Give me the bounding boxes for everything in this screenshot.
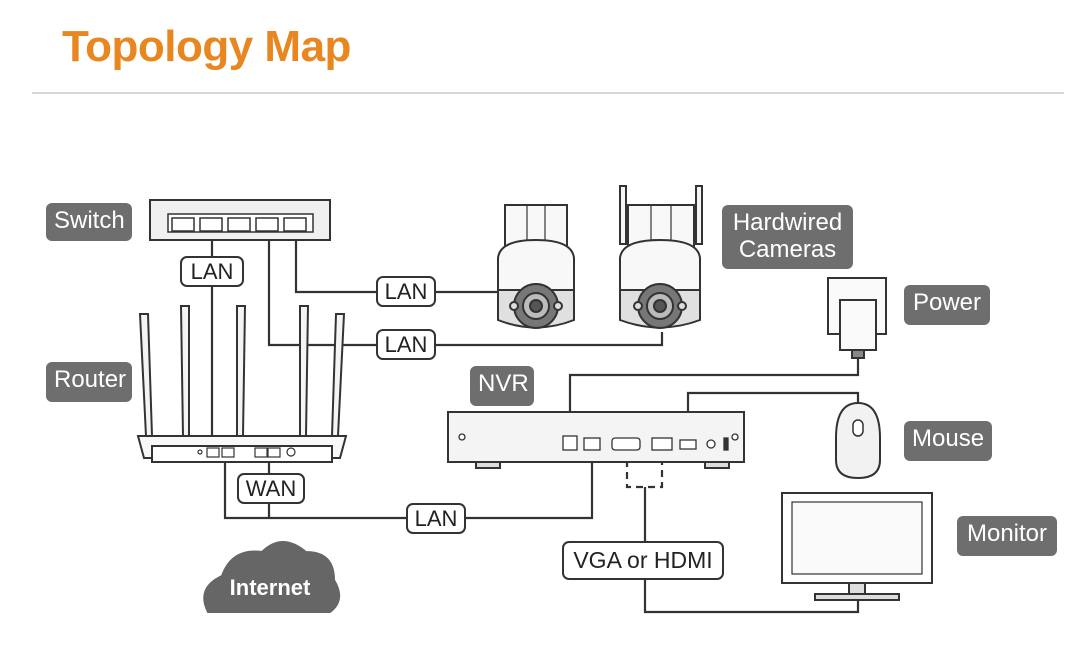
mouse-device: [835, 401, 881, 480]
title-divider: [32, 92, 1064, 94]
wire-switch-camera2: [267, 232, 664, 347]
camera-2: [619, 185, 703, 329]
wan-label: WAN: [237, 473, 305, 504]
vga-hdmi-label: VGA or HDMI: [562, 541, 724, 580]
cameras-tag-line1: Hardwired: [732, 209, 843, 236]
internet-cloud: [203, 541, 341, 613]
nvr-device: [447, 411, 745, 469]
internet-label: Internet: [229, 575, 311, 600]
lan-label-switch-router: LAN: [180, 256, 244, 287]
nvr-tag: NVR: [470, 366, 534, 406]
lan-label-switch-camera2: LAN: [376, 329, 436, 360]
monitor-tag: Monitor: [957, 516, 1057, 556]
camera-1: [497, 204, 575, 329]
lan-label-switch-camera1: LAN: [376, 276, 436, 307]
page-title: Topology Map: [62, 22, 351, 71]
mouse-tag: Mouse: [904, 421, 992, 461]
lan-label-router-nvr: LAN: [406, 503, 466, 534]
switch-tag: Switch: [46, 203, 132, 241]
router-tag: Router: [46, 362, 132, 402]
wire-nvr-power: [568, 355, 860, 436]
switch-device: [149, 199, 331, 241]
monitor-device: [781, 492, 933, 601]
cameras-tag-line2: Cameras: [738, 235, 837, 263]
power-tag: Power: [904, 285, 990, 325]
router-device: [136, 305, 348, 463]
power-adapter: [827, 277, 887, 359]
cameras-tag: Hardwired Cameras: [722, 205, 853, 269]
